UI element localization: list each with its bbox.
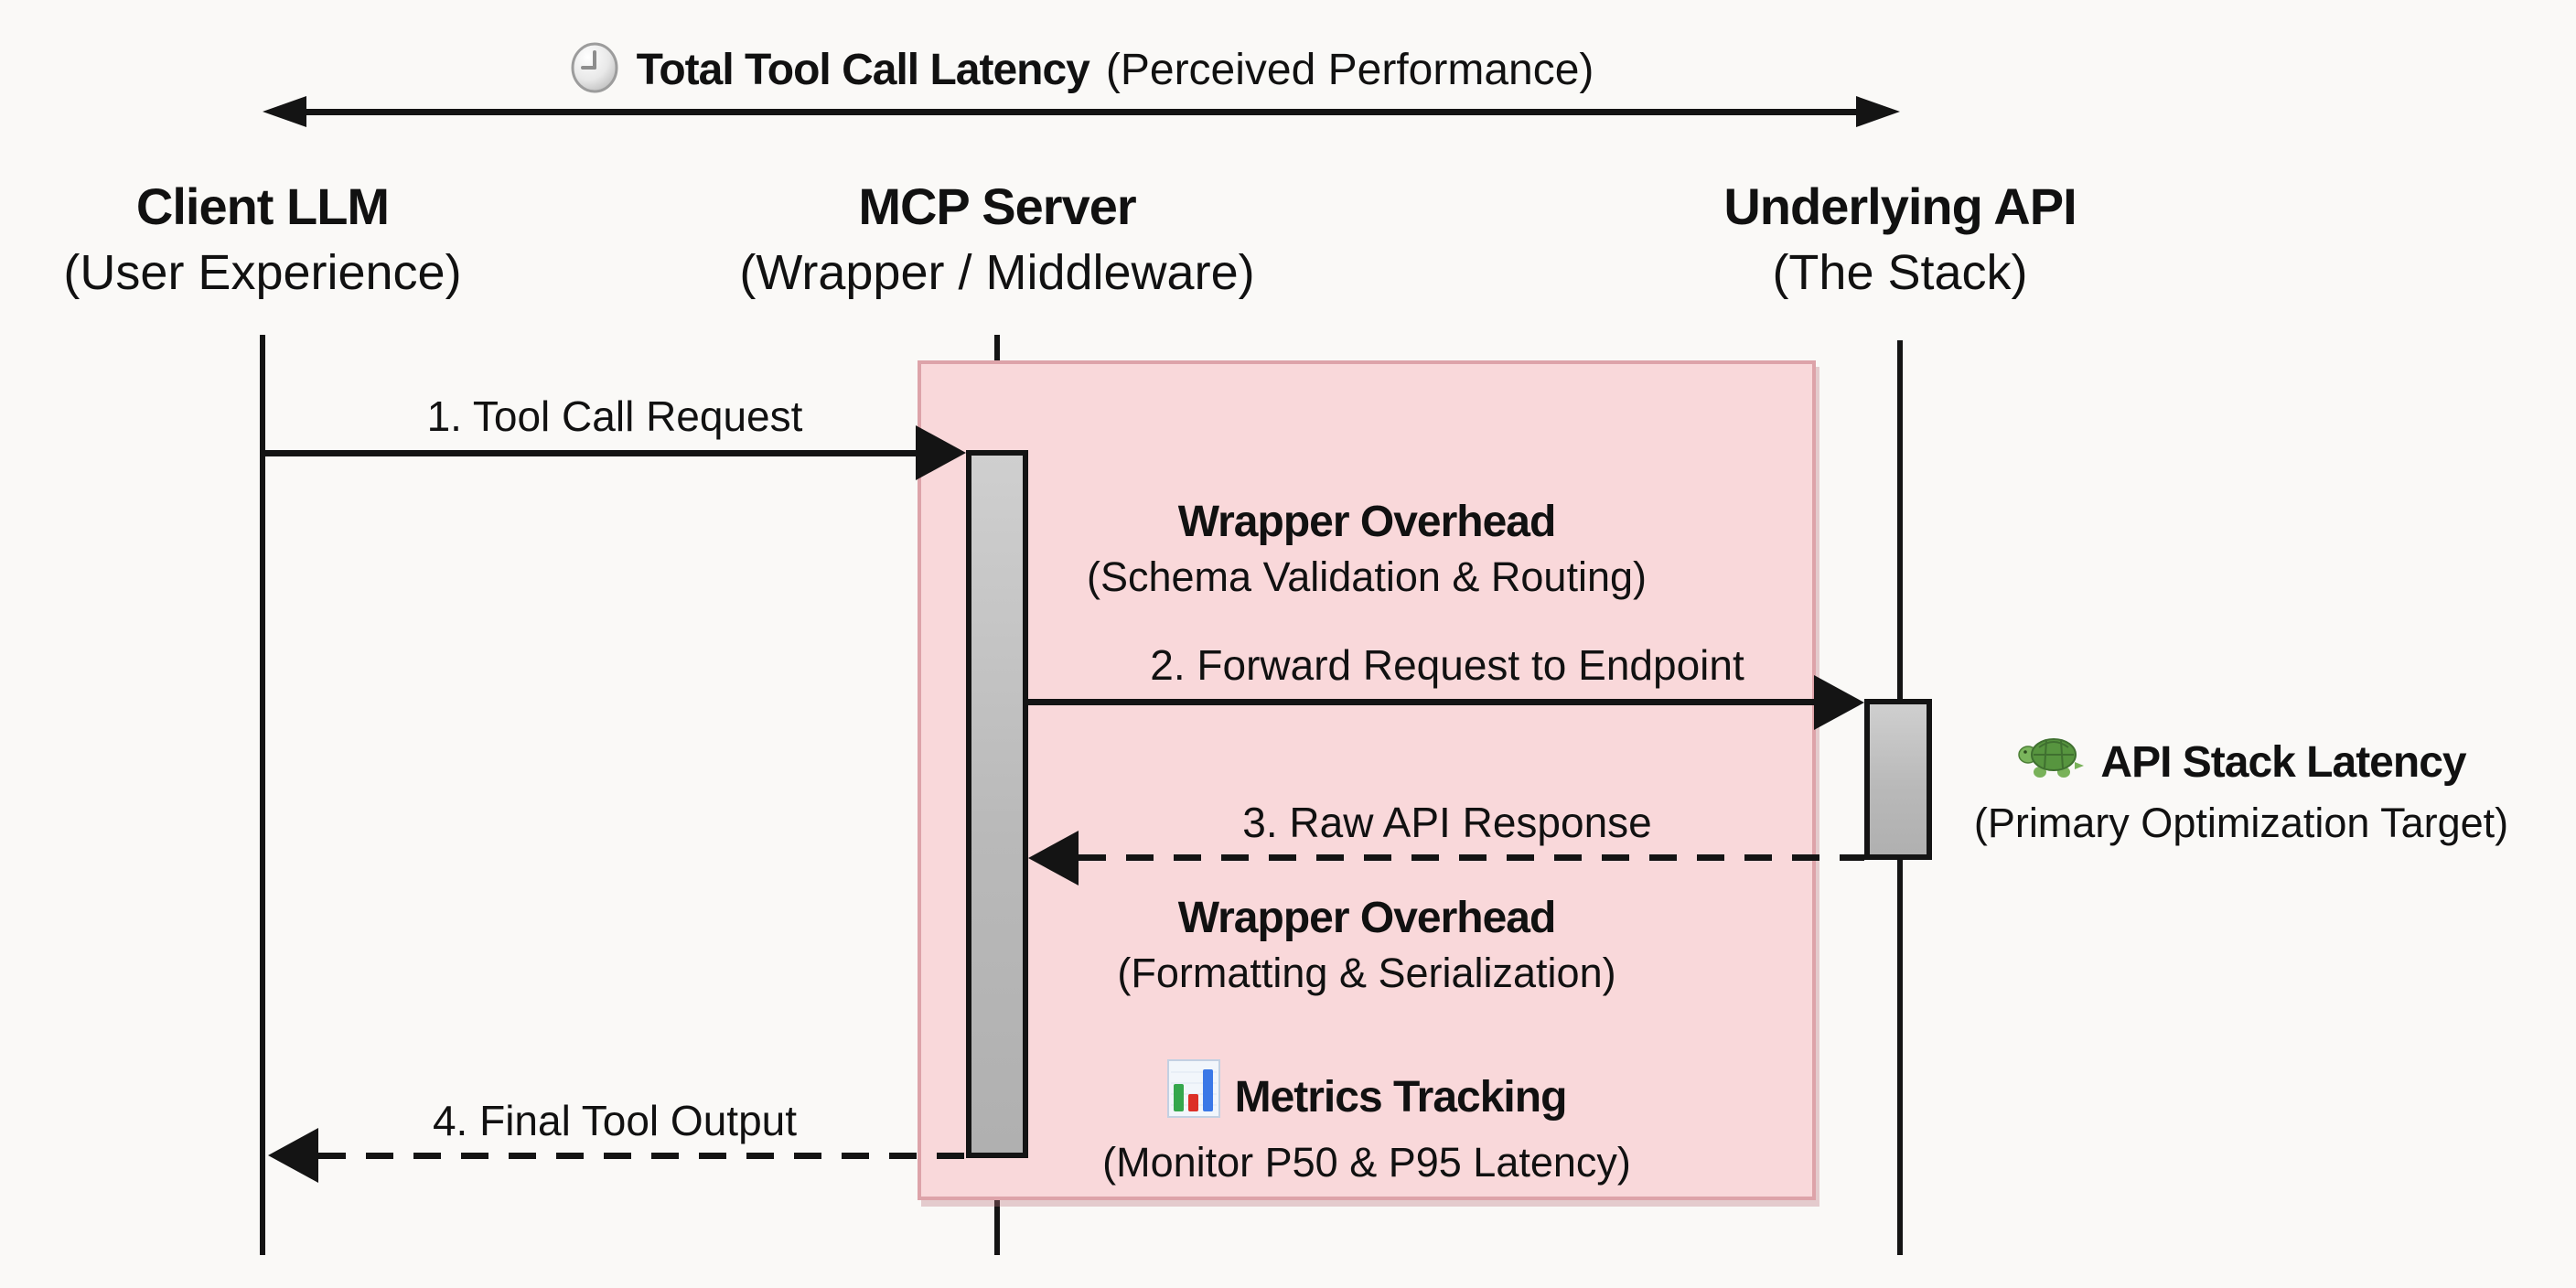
activation-bar-api bbox=[1864, 699, 1932, 860]
message-line-dashed bbox=[1079, 854, 1864, 861]
actor-subtitle: (Wrapper / Middleware) bbox=[739, 245, 1255, 300]
annotation-title: API Stack Latency bbox=[2100, 738, 2466, 787]
actor-mcp-server: MCP Server (Wrapper / Middleware) bbox=[739, 174, 1254, 306]
message-arrowhead bbox=[1028, 831, 1079, 886]
actor-name: Client LLM bbox=[135, 177, 390, 235]
message-arrowhead bbox=[916, 425, 966, 480]
actor-underlying-api: Underlying API (The Stack) bbox=[1723, 174, 2077, 306]
actor-client-llm: Client LLM (User Experience) bbox=[63, 174, 461, 306]
annotation-subtitle: (Formatting & Serialization) bbox=[1117, 950, 1616, 996]
activation-bar-mcp bbox=[966, 450, 1028, 1158]
actor-subtitle: (The Stack) bbox=[1772, 245, 2028, 300]
title-qualifier: (Perceived Performance) bbox=[1105, 45, 1594, 94]
latency-span-arrow-line bbox=[295, 109, 1866, 115]
message-label: 3. Raw API Response bbox=[1242, 799, 1652, 846]
overhead-highlight-region bbox=[918, 360, 1816, 1200]
message-label: 2. Forward Request to Endpoint bbox=[1150, 641, 1744, 689]
message-line-solid bbox=[265, 450, 920, 456]
actor-name: Underlying API bbox=[1723, 177, 2077, 235]
actor-subtitle: (User Experience) bbox=[63, 245, 462, 300]
annotation-subtitle: (Schema Validation & Routing) bbox=[1087, 553, 1647, 600]
annotation-metrics-tracking: Metrics Tracking (Monitor P50 & P95 Late… bbox=[918, 1059, 1816, 1189]
message-arrowhead bbox=[268, 1128, 318, 1183]
turtle-icon bbox=[2016, 729, 2086, 797]
annotation-wrapper-overhead-request: Wrapper Overhead (Schema Validation & Ro… bbox=[918, 494, 1816, 604]
diagram-title: Total Tool Call Latency (Perceived Perfo… bbox=[263, 40, 1900, 99]
annotation-subtitle: (Monitor P50 & P95 Latency) bbox=[1102, 1139, 1631, 1186]
message-arrowhead bbox=[1814, 675, 1864, 730]
lifeline-client bbox=[260, 335, 265, 1255]
message-label: 1. Tool Call Request bbox=[426, 392, 803, 440]
latency-span-arrowhead-right bbox=[1856, 96, 1900, 127]
bar-chart-icon bbox=[1166, 1059, 1220, 1136]
message-line-solid bbox=[1028, 699, 1817, 705]
message-label: 4. Final Tool Output bbox=[432, 1097, 798, 1144]
annotation-title: Wrapper Overhead bbox=[1177, 894, 1557, 942]
annotation-wrapper-overhead-response: Wrapper Overhead (Formatting & Serializa… bbox=[918, 890, 1816, 1000]
actor-name: MCP Server bbox=[858, 177, 1136, 235]
annotation-subtitle: (Primary Optimization Target) bbox=[1973, 800, 2509, 846]
annotation-title-row: API Stack Latency bbox=[1939, 729, 2543, 797]
annotation-title: Metrics Tracking bbox=[1234, 1073, 1568, 1122]
message-line-dashed bbox=[318, 1153, 966, 1159]
clock-icon bbox=[569, 42, 620, 98]
annotation-title: Wrapper Overhead bbox=[1177, 498, 1557, 546]
annotation-title-row: Metrics Tracking bbox=[918, 1059, 1816, 1136]
title-heading: Total Tool Call Latency bbox=[636, 45, 1090, 94]
annotation-api-stack-latency: API Stack Latency (Primary Optimization … bbox=[1939, 729, 2543, 850]
